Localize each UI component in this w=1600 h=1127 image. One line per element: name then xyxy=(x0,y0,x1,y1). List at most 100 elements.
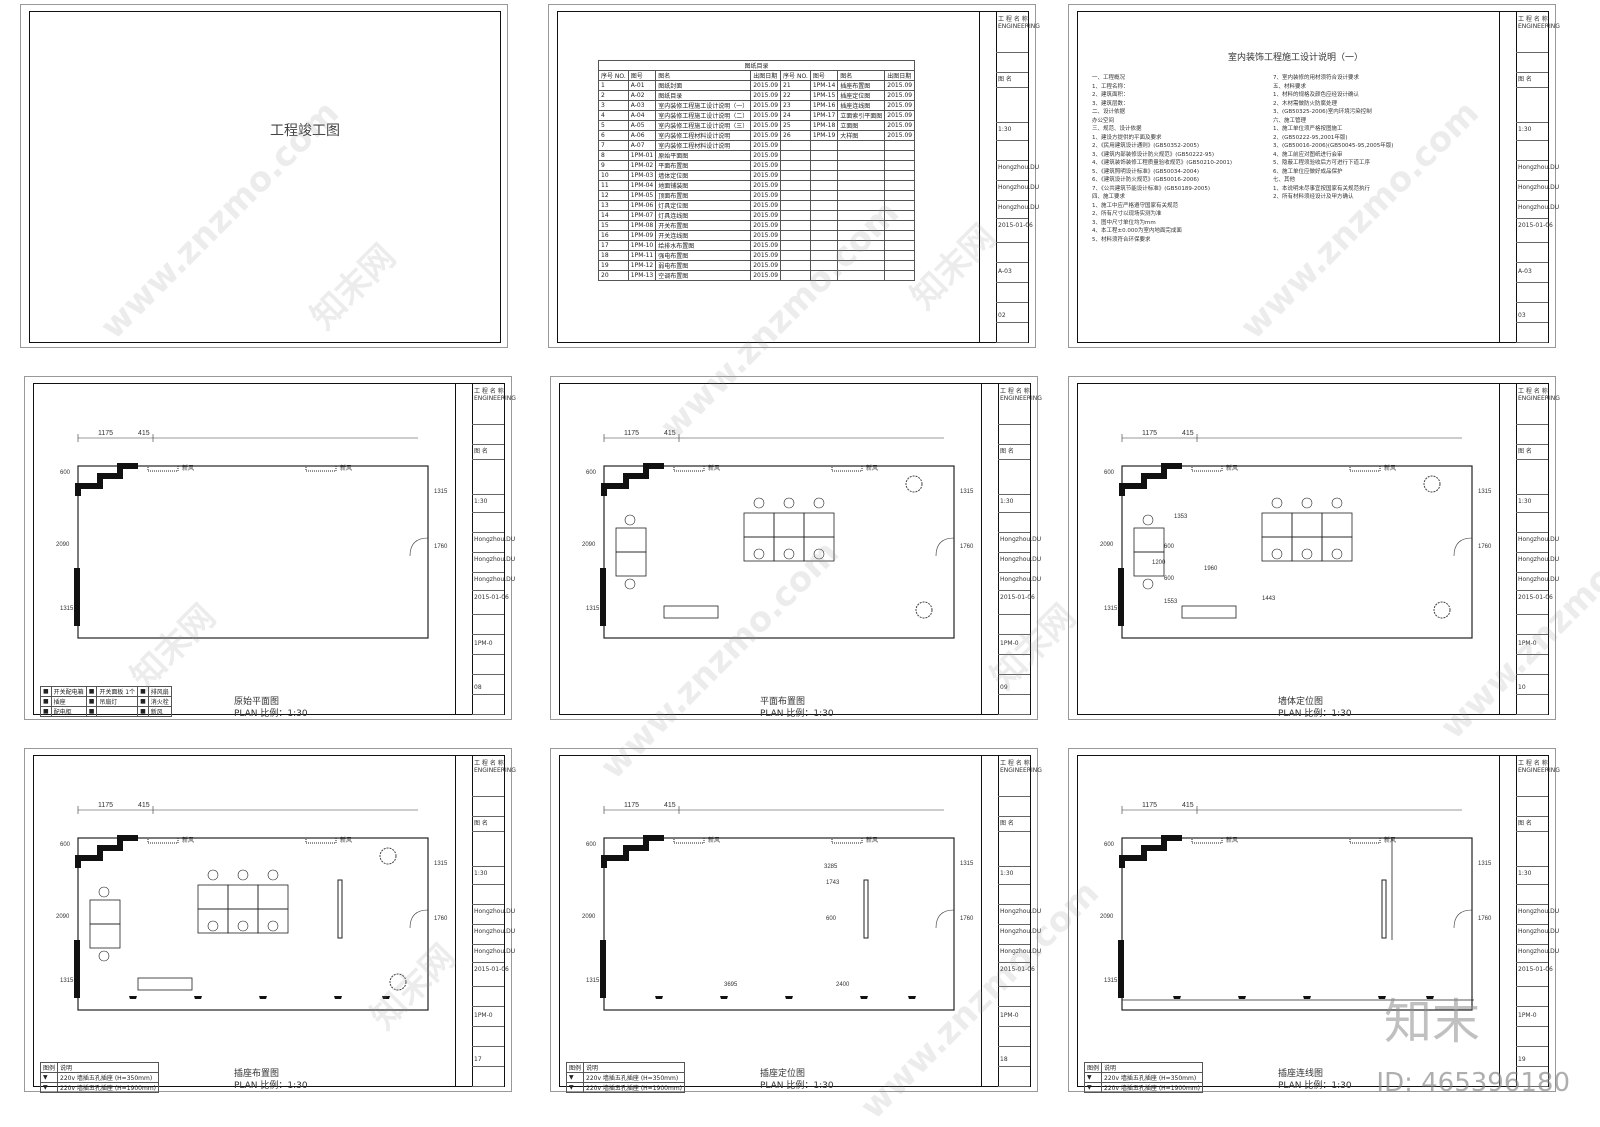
vent-label: 新风 xyxy=(708,836,720,844)
socket-icon xyxy=(1378,996,1386,999)
socket-icon xyxy=(194,996,202,999)
dimension-label: 600 xyxy=(1164,576,1175,582)
dimension-label: 600 xyxy=(60,470,71,476)
column xyxy=(74,940,80,998)
dimension-label: 1315 xyxy=(434,861,448,867)
vent-label: 新风 xyxy=(708,464,720,472)
checker-name: Hongzhou.DU xyxy=(1000,556,1042,563)
dimension-label: 600 xyxy=(60,842,71,848)
room-outline xyxy=(603,837,955,1011)
socket-icon xyxy=(259,996,267,999)
desk xyxy=(1261,512,1293,538)
chair xyxy=(267,920,279,932)
plant xyxy=(1423,475,1441,493)
drawing-caption: 插座定位图 xyxy=(760,1069,806,1079)
checker-name: Hongzhou.DU xyxy=(1518,928,1560,935)
drawing-code: 1PM-0 xyxy=(1518,1012,1537,1019)
door-swing xyxy=(935,909,955,929)
desk xyxy=(257,908,289,934)
drawing-name-label: 图 名 xyxy=(1000,820,1014,827)
socket-legend: 图例说明▼220v 墙插五孔插座 (H=350mm)▼220v 墙插五孔插座 (… xyxy=(565,1062,686,1093)
dimension-label: 1553 xyxy=(1164,599,1178,605)
designer-name: Hongzhou.DU xyxy=(474,908,516,915)
designer-name: Hongzhou.DU xyxy=(1518,536,1560,543)
desk xyxy=(803,512,835,538)
dimension-label: 2090 xyxy=(1100,914,1114,920)
socket-icon xyxy=(1303,996,1311,999)
dimension-label: 1175 xyxy=(1142,430,1157,437)
desk xyxy=(803,536,835,562)
drawing-name-label: 图 名 xyxy=(474,820,488,827)
chair xyxy=(783,497,795,509)
symbol-legend: ■开关配电箱■开关面板 1个■排风扇■插座■吊扇灯■消火栓■配电柜■■新风 xyxy=(40,686,172,717)
project-name-en: ENGINEERING xyxy=(1518,23,1560,30)
plant xyxy=(905,475,923,493)
designer-name: Hongzhou.DU xyxy=(998,164,1040,171)
vent-label: 新风 xyxy=(1226,464,1238,472)
dimension-label: 3695 xyxy=(724,982,738,988)
sheet-number: 18 xyxy=(1000,1056,1008,1063)
socket-icon xyxy=(334,996,342,999)
approver-name: Hongzhou.DU xyxy=(1000,948,1042,955)
desk xyxy=(615,527,647,553)
socket-icon xyxy=(129,996,137,999)
cabinet xyxy=(663,605,719,619)
drawing-scale: PLAN 比例：1:30 xyxy=(760,1081,834,1091)
approver-name: Hongzhou.DU xyxy=(1518,204,1560,211)
cabinet xyxy=(1181,605,1237,619)
vent-icon xyxy=(831,465,863,472)
project-name-label: 工 程 名 称 xyxy=(474,760,504,767)
dimension-label: 1175 xyxy=(624,430,639,437)
drawing-name-label: 图 名 xyxy=(998,76,1012,83)
wall-panel xyxy=(863,879,869,939)
socket-icon xyxy=(382,996,390,999)
notes-title: 室内装饰工程施工设计说明（一） xyxy=(1228,53,1364,63)
dimension-label: 415 xyxy=(1182,802,1194,809)
dimension-label: 415 xyxy=(138,430,150,437)
drawing-caption: 平面布置图 xyxy=(760,697,806,707)
designer-name: Hongzhou.DU xyxy=(1518,164,1560,171)
chair xyxy=(237,920,249,932)
dimension-label: 600 xyxy=(1164,544,1175,550)
column xyxy=(74,568,80,626)
date-value: 2015-01-06 xyxy=(1518,222,1553,229)
desk xyxy=(1133,527,1165,553)
desk xyxy=(89,899,121,925)
chair xyxy=(783,548,795,560)
room-outline xyxy=(603,465,955,639)
project-name-en: ENGINEERING xyxy=(1000,767,1042,774)
chair xyxy=(1142,578,1154,590)
vent-label: 新风 xyxy=(340,836,352,844)
date-value: 2015-01-06 xyxy=(1000,594,1035,601)
date-value: 2015-01-06 xyxy=(1000,966,1035,973)
vent-icon xyxy=(1349,465,1381,472)
chair xyxy=(624,514,636,526)
chair xyxy=(1301,548,1313,560)
dimension-label: 1760 xyxy=(1478,916,1492,922)
drawing-caption: 原始平面图 xyxy=(234,697,280,707)
vent-label: 新风 xyxy=(182,836,194,844)
dimension-label: 1743 xyxy=(826,880,840,886)
plant xyxy=(915,601,933,619)
scale-value: 1:30 xyxy=(1000,870,1014,877)
vent-icon xyxy=(147,465,179,472)
dimension-label: 600 xyxy=(1104,470,1115,476)
scale-value: 1:30 xyxy=(474,870,488,877)
scale-value: 1:30 xyxy=(998,126,1012,133)
